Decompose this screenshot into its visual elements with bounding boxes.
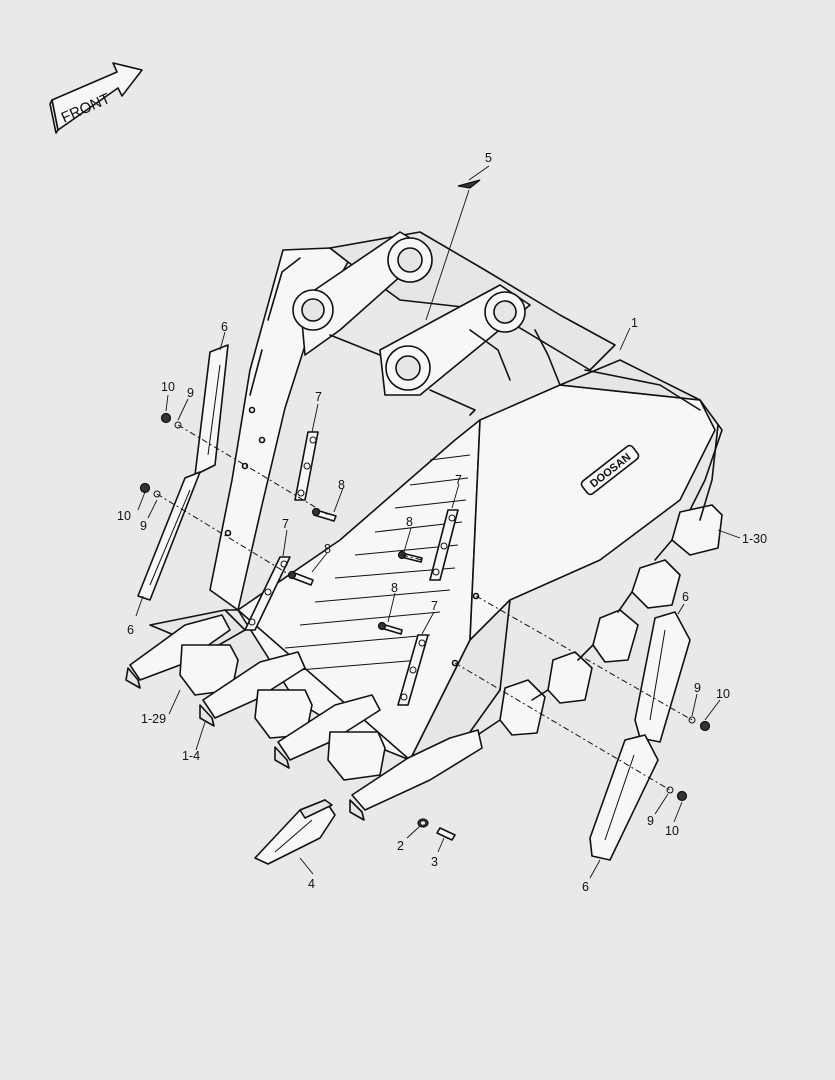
callout-8-c: 8 (406, 515, 413, 529)
callout-8-a: 8 (338, 478, 345, 492)
callout-7-b: 7 (282, 517, 289, 531)
item-1-29-adapter-tooth-row (125, 614, 483, 821)
item-6-side-cutter-upper-right (634, 611, 691, 743)
item-4-tooth (254, 799, 336, 865)
item-7-wear-strip-a (294, 431, 319, 501)
bucket-body: DOOSAN (149, 231, 723, 761)
item-6-side-cutter-lower-left (137, 471, 201, 601)
item-7-wear-strip-b (244, 556, 291, 631)
callout-10-lower-right: 10 (665, 824, 679, 838)
callout-10-right: 10 (716, 687, 730, 701)
callout-6-lower-left: 6 (127, 623, 134, 637)
callout-9-lower-right: 9 (647, 814, 654, 828)
callout-10-upper-left: 10 (161, 380, 175, 394)
callout-5: 5 (485, 151, 492, 165)
callout-8-d: 8 (391, 581, 398, 595)
item-1-30-lip-shrouds (469, 424, 723, 741)
item-2-retainer (417, 818, 429, 828)
front-direction-arrow: FRONT (49, 62, 143, 134)
callout-8-b: 8 (324, 542, 331, 556)
callout-4: 4 (308, 877, 315, 891)
rear-mount-lugs (292, 231, 561, 416)
callout-leader-lines (135, 165, 741, 879)
item-6-side-cutter-lower-right (589, 734, 659, 861)
callout-1-30: 1-30 (742, 532, 767, 546)
callout-6-upper-right: 6 (682, 590, 689, 604)
callout-2: 2 (397, 839, 404, 853)
callout-1: 1 (631, 316, 638, 330)
item-6-side-cutter-upper-left (194, 344, 229, 476)
callout-9-upper-left: 9 (187, 386, 194, 400)
item-7-wear-strip-d (397, 634, 429, 706)
callout-labels: 5 1 6 10 9 7 8 10 9 7 8 7 8 6 8 7 1-30 6… (117, 151, 767, 894)
floor-wear-strips (274, 454, 471, 673)
callout-10-left: 10 (117, 509, 131, 523)
callout-1-29: 1-29 (141, 712, 166, 726)
callout-1-4: 1-4 (182, 749, 200, 763)
item-3-pin (436, 827, 456, 841)
item-5-shim (457, 179, 481, 189)
callout-7-a: 7 (315, 390, 322, 404)
callout-9-left: 9 (140, 519, 147, 533)
item-7-wear-strip-c (429, 509, 459, 581)
callout-3: 3 (431, 855, 438, 869)
callout-6-lower-right: 6 (582, 880, 589, 894)
callout-7-d: 7 (431, 599, 438, 613)
callout-9-right: 9 (694, 681, 701, 695)
callout-7-c: 7 (455, 473, 462, 487)
callout-6-upper-left: 6 (221, 320, 228, 334)
